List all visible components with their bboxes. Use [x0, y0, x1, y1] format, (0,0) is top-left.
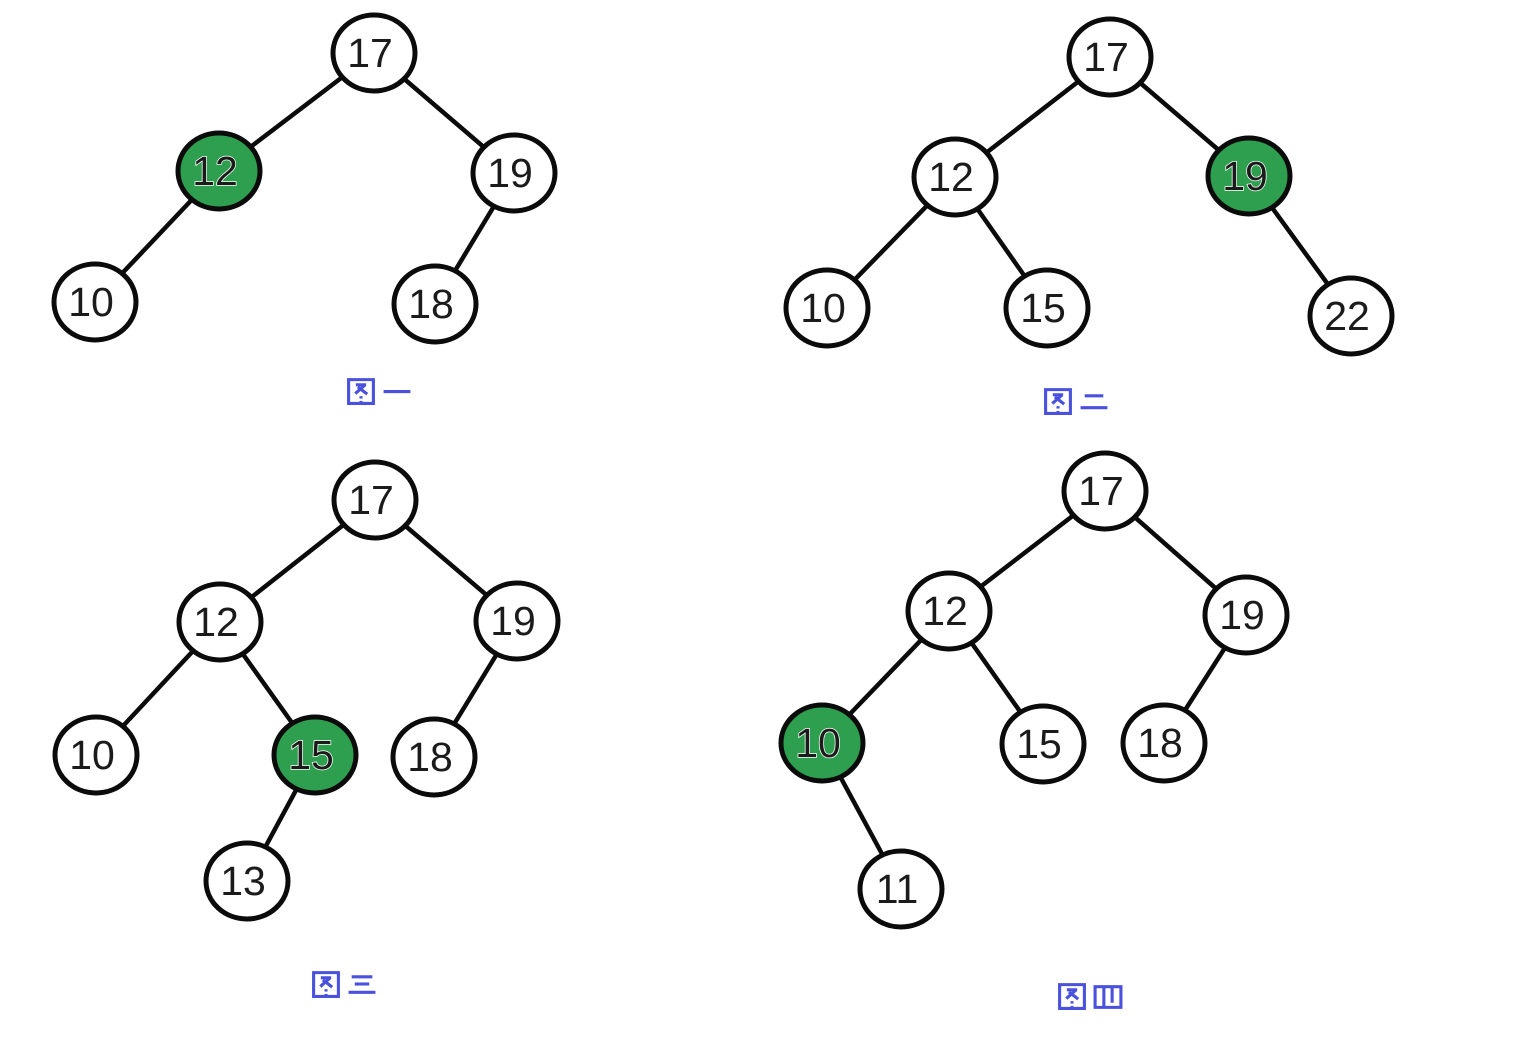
node-circle	[470, 132, 558, 214]
node-value: 13	[220, 858, 266, 904]
node-value: 12	[192, 148, 238, 194]
tree-node-19-highlighted: 19	[1205, 135, 1293, 217]
node-value: 19	[487, 150, 533, 196]
tree-node-13: 13	[203, 840, 291, 922]
figure-2-tree: 17 12 19 10 15 22	[783, 16, 1395, 357]
node-value: 18	[1137, 720, 1183, 766]
figure-1-caption: 图一	[346, 376, 413, 407]
caption-char-glyph	[312, 971, 340, 998]
tree-node-18: 18	[391, 263, 479, 345]
node-value: 12	[928, 154, 974, 200]
node-circle	[331, 459, 419, 541]
node-circle	[1202, 574, 1290, 656]
node-value: 12	[922, 588, 968, 634]
tree-node-12: 12	[905, 570, 993, 652]
node-circle	[1307, 275, 1395, 357]
node-circle	[1061, 450, 1149, 532]
node-value: 17	[1083, 34, 1129, 80]
tree-node-19: 19	[470, 132, 558, 214]
node-value: 10	[800, 285, 846, 331]
node-circle	[1205, 135, 1293, 217]
tree-node-15: 15	[999, 703, 1087, 785]
node-value: 22	[1324, 293, 1370, 339]
tree-node-18: 18	[1120, 702, 1208, 784]
node-circle	[783, 267, 871, 349]
node-value: 15	[288, 732, 334, 778]
node-value: 10	[795, 720, 841, 766]
tree-node-10-highlighted: 10	[778, 702, 866, 784]
node-value: 19	[1219, 592, 1265, 638]
node-circle	[857, 848, 945, 930]
tree-node-17: 17	[1061, 450, 1149, 532]
tree-node-10: 10	[51, 261, 139, 343]
node-circle	[905, 570, 993, 652]
tree-node-12-highlighted: 12	[175, 130, 263, 212]
figure-3-caption: 图三	[311, 969, 378, 1000]
tree-node-10: 10	[52, 714, 140, 796]
figure-2-caption: 图二	[1043, 386, 1110, 417]
tree-node-12: 12	[911, 136, 999, 218]
node-circle	[999, 703, 1087, 785]
node-circle	[1066, 16, 1154, 98]
node-circle	[1120, 702, 1208, 784]
node-value: 19	[490, 598, 536, 644]
tree-node-22: 22	[1307, 275, 1395, 357]
node-circle	[778, 702, 866, 784]
figure-1-tree: 17 12 19 10 18	[51, 12, 558, 345]
caption-char-glyph	[1058, 983, 1086, 1010]
node-circle	[391, 263, 479, 345]
caption-char-glyph	[348, 975, 376, 994]
node-value: 18	[407, 734, 453, 780]
tree-node-15: 15	[1003, 267, 1091, 349]
caption-char-glyph	[1093, 985, 1123, 1009]
tree-node-11: 11	[857, 848, 945, 930]
node-value: 17	[1078, 468, 1124, 514]
node-circle	[203, 840, 291, 922]
node-value: 18	[408, 281, 454, 327]
tree-node-15-highlighted: 15	[271, 714, 359, 796]
tree-node-19: 19	[1202, 574, 1290, 656]
node-circle	[271, 714, 359, 796]
node-value: 12	[193, 599, 239, 645]
node-value: 15	[1016, 721, 1062, 767]
tree-node-12: 12	[176, 581, 264, 663]
node-circle	[390, 716, 478, 798]
caption-char-glyph	[1080, 394, 1108, 410]
node-circle	[51, 261, 139, 343]
node-circle	[175, 130, 263, 212]
node-circle	[911, 136, 999, 218]
tree-node-17: 17	[331, 459, 419, 541]
tree-node-19: 19	[473, 580, 561, 662]
figure-3-tree: 17 12 19 10 15 18 13	[52, 459, 561, 922]
tree-node-10: 10	[783, 267, 871, 349]
node-circle	[176, 581, 264, 663]
caption-char-glyph	[1044, 388, 1072, 415]
node-value: 17	[348, 477, 394, 523]
caption-char-glyph	[347, 378, 375, 405]
figure-4-tree: 17 12 19 10 15 18 11	[778, 450, 1290, 930]
caption-char-glyph	[383, 389, 411, 394]
node-value: 15	[1020, 285, 1066, 331]
node-value: 10	[69, 732, 115, 778]
node-circle	[330, 12, 418, 94]
node-value: 11	[876, 866, 919, 912]
node-circle	[473, 580, 561, 662]
node-value: 10	[68, 279, 114, 325]
tree-node-18: 18	[390, 716, 478, 798]
node-circle	[52, 714, 140, 796]
figure-4-caption: 图四	[1057, 981, 1124, 1012]
node-circle	[1003, 267, 1091, 349]
tree-node-17: 17	[330, 12, 418, 94]
node-value: 17	[347, 30, 393, 76]
node-value: 19	[1222, 153, 1268, 199]
tree-node-17: 17	[1066, 16, 1154, 98]
